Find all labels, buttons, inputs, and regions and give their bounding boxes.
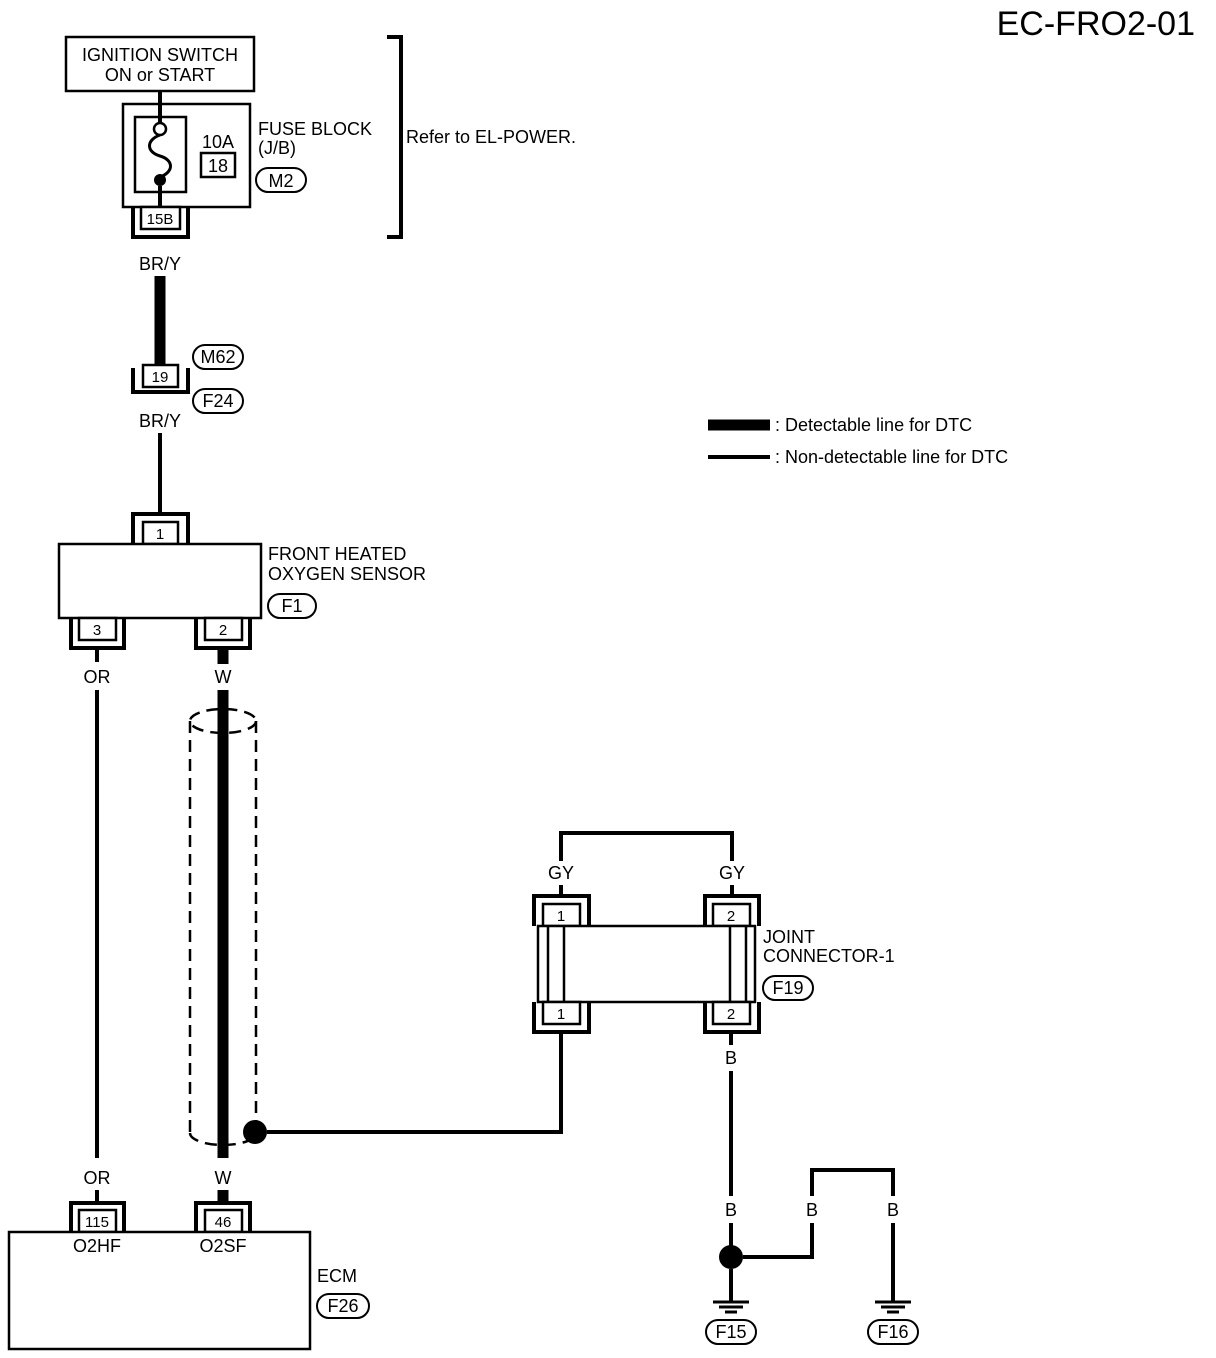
ignition-switch-label-line2: ON or START bbox=[105, 65, 215, 85]
jc-pin-bl: 1 bbox=[557, 1006, 565, 1023]
power-reference-note: Refer to EL-POWER. bbox=[406, 127, 576, 147]
jc-pin-br: 2 bbox=[727, 1006, 735, 1023]
sensor-pin2: 2 bbox=[219, 622, 227, 639]
fuse-block-label-line1: FUSE BLOCK bbox=[258, 119, 372, 139]
sensor-label-line1: FRONT HEATED bbox=[268, 544, 406, 564]
ignition-switch-label-line1: IGNITION SWITCH bbox=[82, 45, 238, 65]
joint-connector-box bbox=[536, 924, 757, 1004]
ecm-connector-id: F26 bbox=[327, 1296, 358, 1316]
fuse-number-box bbox=[199, 151, 237, 179]
sensor-pin3: 3 bbox=[93, 622, 101, 639]
jc-pin-tl-bracket bbox=[532, 894, 591, 926]
fuse-number: 18 bbox=[208, 156, 228, 176]
power-reference-bracket bbox=[387, 35, 403, 239]
legend-detectable-label: : Detectable line for DTC bbox=[775, 415, 972, 435]
ecm-pin115-name: O2HF bbox=[73, 1236, 121, 1256]
fuse-terminal-closed bbox=[154, 174, 166, 186]
joint-connector-pill bbox=[762, 975, 814, 1001]
jc-pin-bl-box bbox=[541, 1000, 582, 1026]
sensor-pin3-box bbox=[77, 616, 118, 642]
wire-b-splice-branch bbox=[743, 1223, 814, 1259]
wire-color-b-f16: B bbox=[887, 1200, 899, 1220]
ground-f15-id: F15 bbox=[715, 1322, 746, 1342]
wire-color-b-mid: B bbox=[806, 1200, 818, 1220]
wire-color-br-y-upper: BR/Y bbox=[139, 254, 181, 274]
fuse-connector-pill bbox=[255, 167, 307, 193]
ignition-switch-box bbox=[64, 35, 256, 93]
ecm-pin46-bracket bbox=[194, 1201, 252, 1232]
jc-pin-br-box bbox=[711, 1000, 752, 1026]
wire-color-b-f15: B bbox=[725, 1200, 737, 1220]
joint-connector-label-line1: JOINT bbox=[763, 927, 815, 947]
wire-color-b-jc: B bbox=[725, 1048, 737, 1068]
fuse-terminal-number: 15B bbox=[147, 211, 174, 228]
inline-connector-lower-pill bbox=[192, 388, 244, 414]
sensor-label-line2: OXYGEN SENSOR bbox=[268, 564, 426, 584]
wire-color-br-y-lower: BR/Y bbox=[139, 411, 181, 431]
ground-f16-pill bbox=[867, 1319, 919, 1345]
sensor-pin1-bracket bbox=[131, 512, 190, 544]
fuse-block-label-line2: (J/B) bbox=[258, 138, 296, 158]
fuse-element-icon bbox=[148, 133, 172, 179]
sensor-box bbox=[57, 542, 263, 620]
sensor-connector-id: F1 bbox=[281, 596, 302, 616]
wire-b-bridge bbox=[810, 1168, 895, 1196]
ecm-connector-pill bbox=[316, 1293, 370, 1319]
ecm-box bbox=[7, 1230, 312, 1351]
fuse-rating: 10A bbox=[202, 132, 234, 152]
joint-connector-label-line2: CONNECTOR-1 bbox=[763, 946, 895, 966]
ground-f16-id: F16 bbox=[877, 1322, 908, 1342]
fuse-connector-id: M2 bbox=[268, 171, 293, 191]
wire-color-gy-right: GY bbox=[719, 863, 745, 883]
inline-connector-terminal: 19 bbox=[152, 369, 169, 386]
jc-pin-tr-bracket bbox=[703, 894, 761, 926]
page-code: EC-FRO2-01 bbox=[997, 5, 1195, 43]
wire-color-or-top: OR bbox=[84, 667, 111, 687]
inline-connector-upper-pill bbox=[192, 344, 244, 370]
inline-connector-bracket bbox=[131, 368, 190, 394]
wire-gy-loop bbox=[559, 831, 734, 861]
ecm-pin46: 46 bbox=[215, 1214, 232, 1231]
jc-pin-tr: 2 bbox=[727, 908, 735, 925]
wire-color-w-top: W bbox=[215, 667, 232, 687]
wire-color-w-bottom: W bbox=[215, 1168, 232, 1188]
fuse-terminal-box bbox=[139, 205, 182, 231]
joint-connector-id: F19 bbox=[772, 978, 803, 998]
sensor-pin1: 1 bbox=[156, 526, 164, 543]
ground-f16-icon bbox=[875, 1300, 911, 1314]
wire-color-gy-left: GY bbox=[548, 863, 574, 883]
ecm-pin46-name: O2SF bbox=[199, 1236, 246, 1256]
ground-f15-icon bbox=[713, 1300, 749, 1314]
ecm-pin115-bracket bbox=[69, 1201, 126, 1232]
sensor-connector-pill bbox=[267, 593, 317, 619]
inline-connector-terminal-box bbox=[141, 363, 180, 389]
legend-non-detectable-label: : Non-detectable line for DTC bbox=[775, 447, 1008, 467]
fuse-terminal-open bbox=[152, 121, 168, 137]
wire-color-or-bottom: OR bbox=[84, 1168, 111, 1188]
ecm-label: ECM bbox=[317, 1266, 357, 1286]
ground-splice bbox=[719, 1245, 743, 1269]
inline-connector-lower-id: F24 bbox=[202, 391, 233, 411]
jc-pin-bl-bracket bbox=[532, 1002, 591, 1034]
jc-pin-tl: 1 bbox=[557, 908, 565, 925]
fuse-terminal-bracket bbox=[131, 207, 190, 239]
ecm-pin115: 115 bbox=[85, 1214, 109, 1231]
ground-f15-pill bbox=[705, 1319, 757, 1345]
sensor-pin2-box bbox=[203, 616, 244, 642]
shield-ground-splice bbox=[243, 1120, 267, 1144]
inline-connector-upper-id: M62 bbox=[200, 347, 235, 367]
wire-shield-drain bbox=[267, 1032, 563, 1134]
